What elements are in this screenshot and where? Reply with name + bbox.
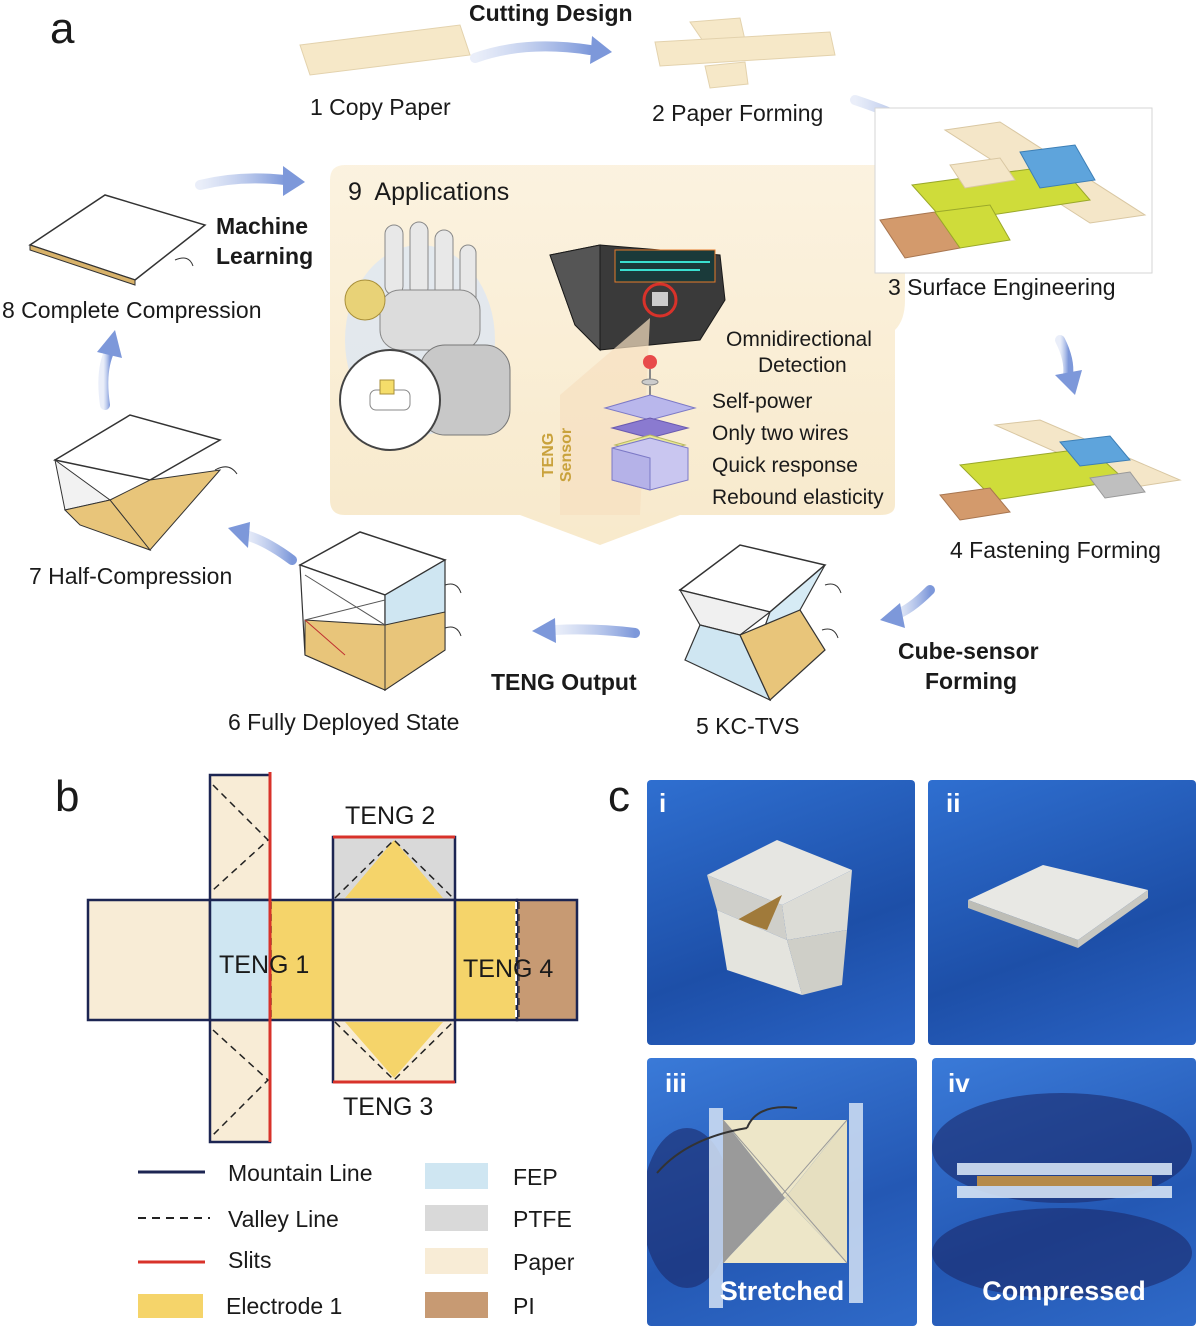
legend-paper: Paper (513, 1249, 575, 1275)
feature-self-power: Self-power (712, 390, 813, 413)
legend-ptfe-sample (425, 1205, 488, 1231)
machine-learning-label-line1: Machine (216, 213, 309, 239)
panel-a-letter: a (50, 4, 75, 53)
cutting-design-label: Cutting Design (469, 0, 633, 26)
step-2-label: 2 Paper Forming (652, 100, 824, 126)
arrow-5-to-6 (550, 624, 640, 638)
complete-compression-sheet (28, 194, 207, 286)
legend-fep: FEP (513, 1164, 558, 1190)
teng-sensor-vertical-label: TENG Sensor (540, 425, 610, 485)
teng-sensor-illustration (603, 355, 697, 491)
copy-paper-sheet (299, 24, 471, 76)
net-center-square (331, 898, 457, 1022)
arrow-8-to-9 (195, 173, 290, 190)
photo-iv-caption: Compressed (982, 1276, 1146, 1306)
panel-b-net-diagram (86, 772, 579, 1318)
teng4-pi (515, 898, 579, 1022)
arrow-1-to-2 (470, 41, 595, 63)
legend-pi: PI (513, 1293, 535, 1319)
paper-forming-cross (654, 17, 836, 89)
teng1-fep (208, 898, 272, 1022)
step-1-label: 1 Copy Paper (310, 94, 451, 120)
teng3-electrode (345, 1022, 443, 1078)
feature-quick-response: Quick response (712, 454, 858, 477)
photo-i-cube (707, 840, 852, 995)
robotic-hand-illustration (339, 221, 511, 451)
legend-slits: Slits (228, 1247, 272, 1273)
photo-iii-stretched-sensor (647, 1103, 863, 1308)
teng1-electrode (268, 898, 335, 1022)
legend-paper-sample (425, 1248, 488, 1274)
valley-teng3 (334, 1021, 454, 1082)
surface-engineering-net (879, 121, 1147, 259)
photo-iii-caption: Stretched (719, 1276, 845, 1306)
teng3-label: TENG 3 (343, 1093, 434, 1121)
machine-learning-label-line2: Learning (216, 243, 314, 269)
photo-ii: ii (928, 780, 1196, 1045)
photo-iv-compressed-sensor (932, 1093, 1192, 1298)
valley-bottom-strip (212, 1029, 270, 1136)
step-5-label: 5 KC-TVS (696, 713, 800, 739)
net-left-square (86, 898, 212, 1022)
teng2-label: TENG 2 (345, 802, 436, 830)
fully-deployed-cube (298, 531, 462, 692)
teng4-label: TENG 4 (463, 955, 554, 983)
teng2-electrode (345, 840, 443, 898)
cube-sensor-forming-line1: Cube-sensor (898, 638, 1039, 664)
legend-electrode-sample (138, 1294, 203, 1318)
cube-sensor-forming-line2: Forming (925, 668, 1017, 694)
photo-i: i (647, 780, 915, 1045)
photo-ii-tag: ii (946, 788, 961, 818)
feature-rebound-elasticity: Rebound elasticity (712, 486, 884, 509)
photo-iii-tag: iii (665, 1068, 687, 1098)
valley-top-strip-1 (212, 784, 270, 891)
photo-iii: iii Stretched (647, 1058, 917, 1326)
applications-title: 9 Applications (348, 178, 510, 206)
step-8-label: 8 Complete Compression (2, 297, 262, 323)
legend-valley-line: Valley Line (228, 1206, 339, 1232)
half-compression-cube (52, 414, 238, 552)
omnidirectional-label-line2: Detection (758, 354, 847, 377)
feature-two-wires: Only two wires (712, 422, 849, 445)
teng1-label: TENG 1 (219, 951, 310, 979)
valley-teng2 (334, 838, 454, 899)
arrow-7-to-8 (98, 345, 115, 410)
arrow-6-to-7 (240, 530, 297, 565)
panel-b-letter: b (55, 772, 80, 821)
photo-ii-sheet (968, 865, 1148, 948)
legend-pi-sample (425, 1292, 488, 1318)
legend-fep-sample (425, 1163, 488, 1189)
panel-a-graphics (28, 17, 1182, 702)
step-4-label: 4 Fastening Forming (950, 537, 1161, 563)
kc-tvs-cube (678, 544, 842, 702)
step-7-label: 7 Half-Compression (29, 563, 233, 589)
teng-sensor-word-2: Sensor (558, 427, 575, 483)
teng-output-label: TENG Output (491, 669, 637, 695)
fastening-forming-net (939, 419, 1182, 521)
net-top-strip (208, 773, 272, 902)
legend-electrode-1: Electrode 1 (226, 1293, 343, 1319)
legend-mountain-line: Mountain Line (228, 1160, 373, 1186)
panel-c-letter: c (608, 772, 630, 821)
legend-ptfe: PTFE (513, 1206, 572, 1232)
photo-i-tag: i (659, 788, 667, 818)
teng-sensor-word-1: TENG (540, 432, 557, 478)
arrow-3-to-4 (1055, 335, 1074, 380)
photo-iv: iv Compressed (932, 1058, 1196, 1326)
net-bottom-strip (208, 1018, 272, 1144)
step-6-label: 6 Fully Deployed State (228, 709, 460, 735)
omnidirectional-label-line1: Omnidirectional (726, 328, 872, 351)
step-3-label: 3 Surface Engineering (888, 274, 1116, 300)
photo-iv-tag: iv (948, 1068, 970, 1098)
